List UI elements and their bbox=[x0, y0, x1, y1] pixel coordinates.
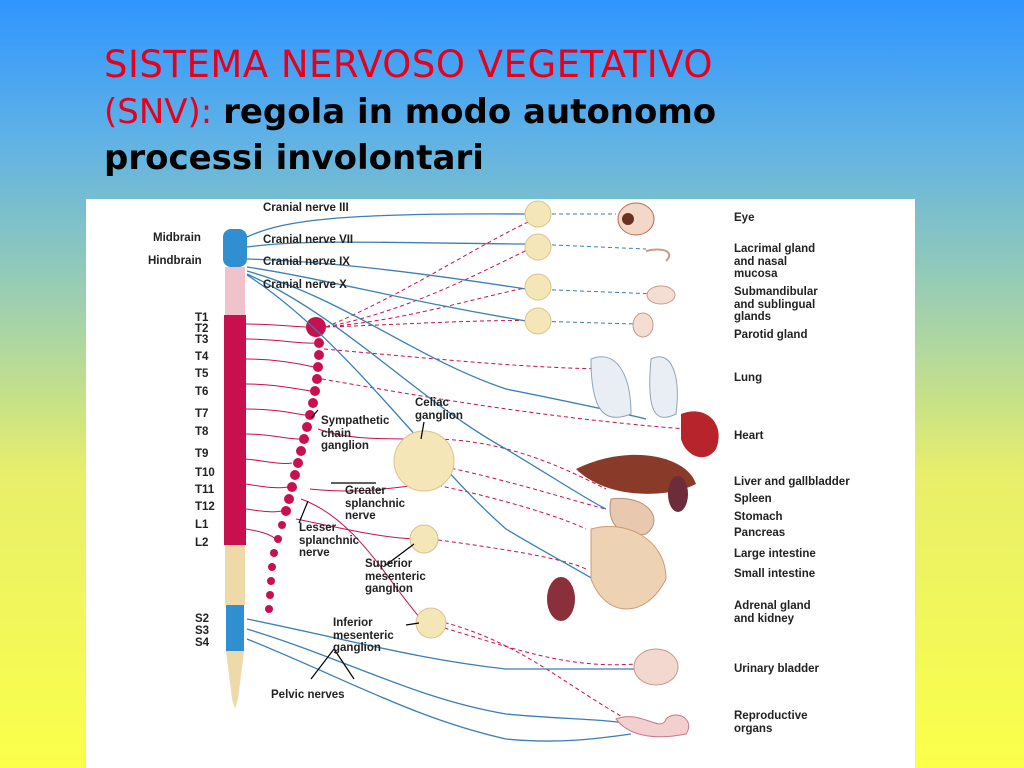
segment-label: T8 bbox=[195, 426, 209, 438]
segment-label: L2 bbox=[195, 537, 209, 549]
title-line-1: SISTEMA NERVOSO VEGETATIVO bbox=[104, 43, 713, 86]
sympathetic-chain-label: Sympathetic chain ganglion bbox=[321, 415, 390, 452]
cranial-nerve-label: Cranial nerve X bbox=[263, 279, 347, 291]
organ-label-stomach: Stomach bbox=[734, 511, 783, 523]
organ-label-spleen: Spleen bbox=[734, 493, 772, 505]
organ-label-heart: Heart bbox=[734, 430, 764, 442]
segment-label: T10 bbox=[195, 467, 215, 479]
inferior-mesenteric-label: Inferior mesenteric ganglion bbox=[333, 617, 394, 654]
organ-label-lacrimal: Lacrimal gland and nasal mucosa bbox=[734, 243, 816, 280]
hindbrain-label: Hindbrain bbox=[148, 255, 202, 267]
organ-illustrations bbox=[547, 202, 719, 738]
sympathetic-chain bbox=[265, 317, 326, 613]
organ-label-submandibular: Submandibular and sublingual glands bbox=[734, 286, 818, 323]
segment-label: T9 bbox=[195, 448, 209, 460]
organ-label-adrenal: Adrenal gland and kidney bbox=[734, 600, 811, 625]
segment-label: T12 bbox=[195, 501, 215, 513]
nervous-system-diagram: Cranial nerve III Cranial nerve VII Cran… bbox=[86, 199, 915, 768]
prevertebral-ganglia bbox=[393, 430, 455, 639]
segment-label: T5 bbox=[195, 368, 209, 380]
segment-label: L1 bbox=[195, 519, 209, 531]
postganglionic-sympathetic bbox=[321, 213, 687, 720]
pointer-lines bbox=[298, 409, 425, 680]
segment-label: T11 bbox=[195, 484, 215, 496]
organ-label-lung: Lung bbox=[734, 372, 763, 384]
segment-label: S3 bbox=[195, 625, 210, 637]
superior-mesenteric-label: Superior mesenteric ganglion bbox=[365, 558, 426, 595]
pelvic-nerves-label: Pelvic nerves bbox=[271, 689, 345, 701]
segment-label: T6 bbox=[195, 386, 209, 398]
title-line-2: (SNV): regola in modo autonomo bbox=[104, 95, 964, 129]
segment-label: T1 bbox=[195, 312, 209, 324]
title-subtitle: regola in modo autonomo bbox=[223, 92, 717, 132]
organ-label-large-intestine: Large intestine bbox=[734, 548, 816, 560]
organ-label-reproductive: Reproductive organs bbox=[734, 710, 808, 735]
organ-label-eye: Eye bbox=[734, 212, 755, 224]
segment-label: T3 bbox=[195, 334, 209, 346]
spinal-cord bbox=[223, 229, 247, 709]
segment-label: S4 bbox=[195, 637, 210, 649]
cranial-nerve-label: Cranial nerve IX bbox=[263, 256, 350, 268]
diagram-graphics bbox=[223, 200, 719, 742]
cranial-nerves bbox=[246, 213, 647, 742]
segment-label: T7 bbox=[195, 408, 209, 420]
organ-label-pancreas: Pancreas bbox=[734, 527, 786, 539]
cranial-nerve-label: Cranial nerve VII bbox=[263, 234, 354, 246]
cranial-ganglia bbox=[524, 200, 552, 335]
title-acronym: (SNV): bbox=[104, 92, 213, 132]
title-line-3: processi involontari bbox=[104, 138, 484, 178]
organ-label-bladder: Urinary bladder bbox=[734, 663, 819, 675]
lesser-splanchnic-label: Lesser splanchnic nerve bbox=[299, 522, 360, 559]
organ-label-liver: Liver and gallbladder bbox=[734, 476, 850, 488]
segment-label: S2 bbox=[195, 613, 210, 625]
greater-splanchnic-label: Greater splanchnic nerve bbox=[345, 485, 406, 522]
celiac-ganglion-label: Celiac ganglion bbox=[415, 397, 463, 422]
organ-label-small-intestine: Small intestine bbox=[734, 568, 816, 580]
midbrain-label: Midbrain bbox=[153, 232, 201, 244]
segment-label: T2 bbox=[195, 323, 209, 335]
cranial-nerve-label: Cranial nerve III bbox=[263, 202, 349, 214]
organ-label-parotid: Parotid gland bbox=[734, 329, 808, 341]
slide-title: SISTEMA NERVOSO VEGETATIVO (SNV): regola… bbox=[104, 46, 964, 175]
segment-label: T4 bbox=[195, 351, 209, 363]
